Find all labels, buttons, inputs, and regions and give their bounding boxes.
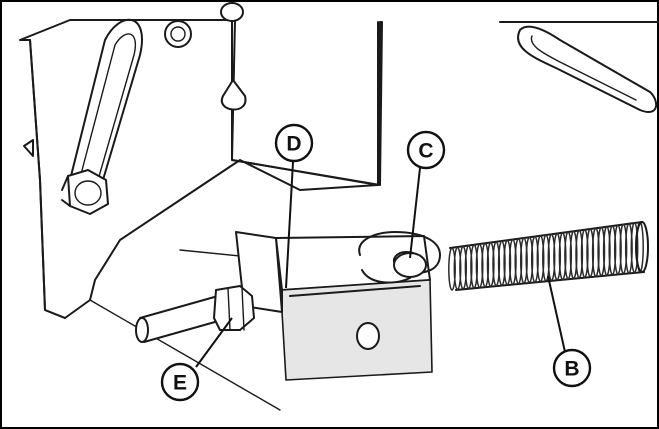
callout-c-label: C [418,140,433,163]
spring-coil [575,229,584,279]
callout-d-label: D [286,133,301,156]
callout-d: D [274,123,314,163]
pin-rod [135,285,255,343]
spring-coil [542,234,550,282]
spring-coil [536,234,545,283]
callout-e-label: E [173,372,187,395]
spring-coil [553,232,562,281]
spring-coil [497,240,506,287]
spring-coil [547,233,556,282]
spring-coil [580,228,589,279]
spring-coil [486,241,495,288]
spring-coil [591,227,600,278]
callout-b: B [552,348,592,388]
spring-coil [470,244,479,289]
hex-nut [61,169,109,215]
spring-end [635,221,649,273]
top-bolt [164,20,192,48]
teardrop-hole [220,79,247,111]
nut-e [213,285,255,331]
frame-line [89,299,281,411]
spring-coil [586,228,595,278]
spring-coil [569,230,578,280]
spring-coil [613,224,622,275]
spring-coil [525,236,534,284]
spring-coil [492,241,501,287]
callout-c: C [406,130,446,170]
spring-coil [459,245,468,290]
spring-coil [475,243,484,289]
callout-e: E [160,362,200,402]
spring-coil [481,242,490,288]
spring-coil [530,235,539,283]
spring-coil [464,244,473,290]
spring-coil [448,247,456,291]
spring-coil [514,238,523,285]
spring-coil [503,239,512,286]
leader-e [195,317,233,368]
leader-b [547,275,566,353]
spring-coil [608,225,617,276]
spring-coil [597,226,606,277]
mounting-plate [19,2,383,319]
spring-coil [508,238,517,285]
spring-coil [630,221,639,274]
spring-coil [564,231,573,280]
spring-coil [602,225,611,276]
background-plate [499,21,659,113]
spring [448,221,649,291]
spring-coil [619,223,628,275]
spring-coil [558,231,567,281]
leader-d [285,161,294,289]
spring-coil [624,222,633,274]
spring-coil [519,237,528,284]
leader-c [409,167,421,259]
spring-coil [453,246,462,291]
callout-b-label: B [564,358,579,381]
